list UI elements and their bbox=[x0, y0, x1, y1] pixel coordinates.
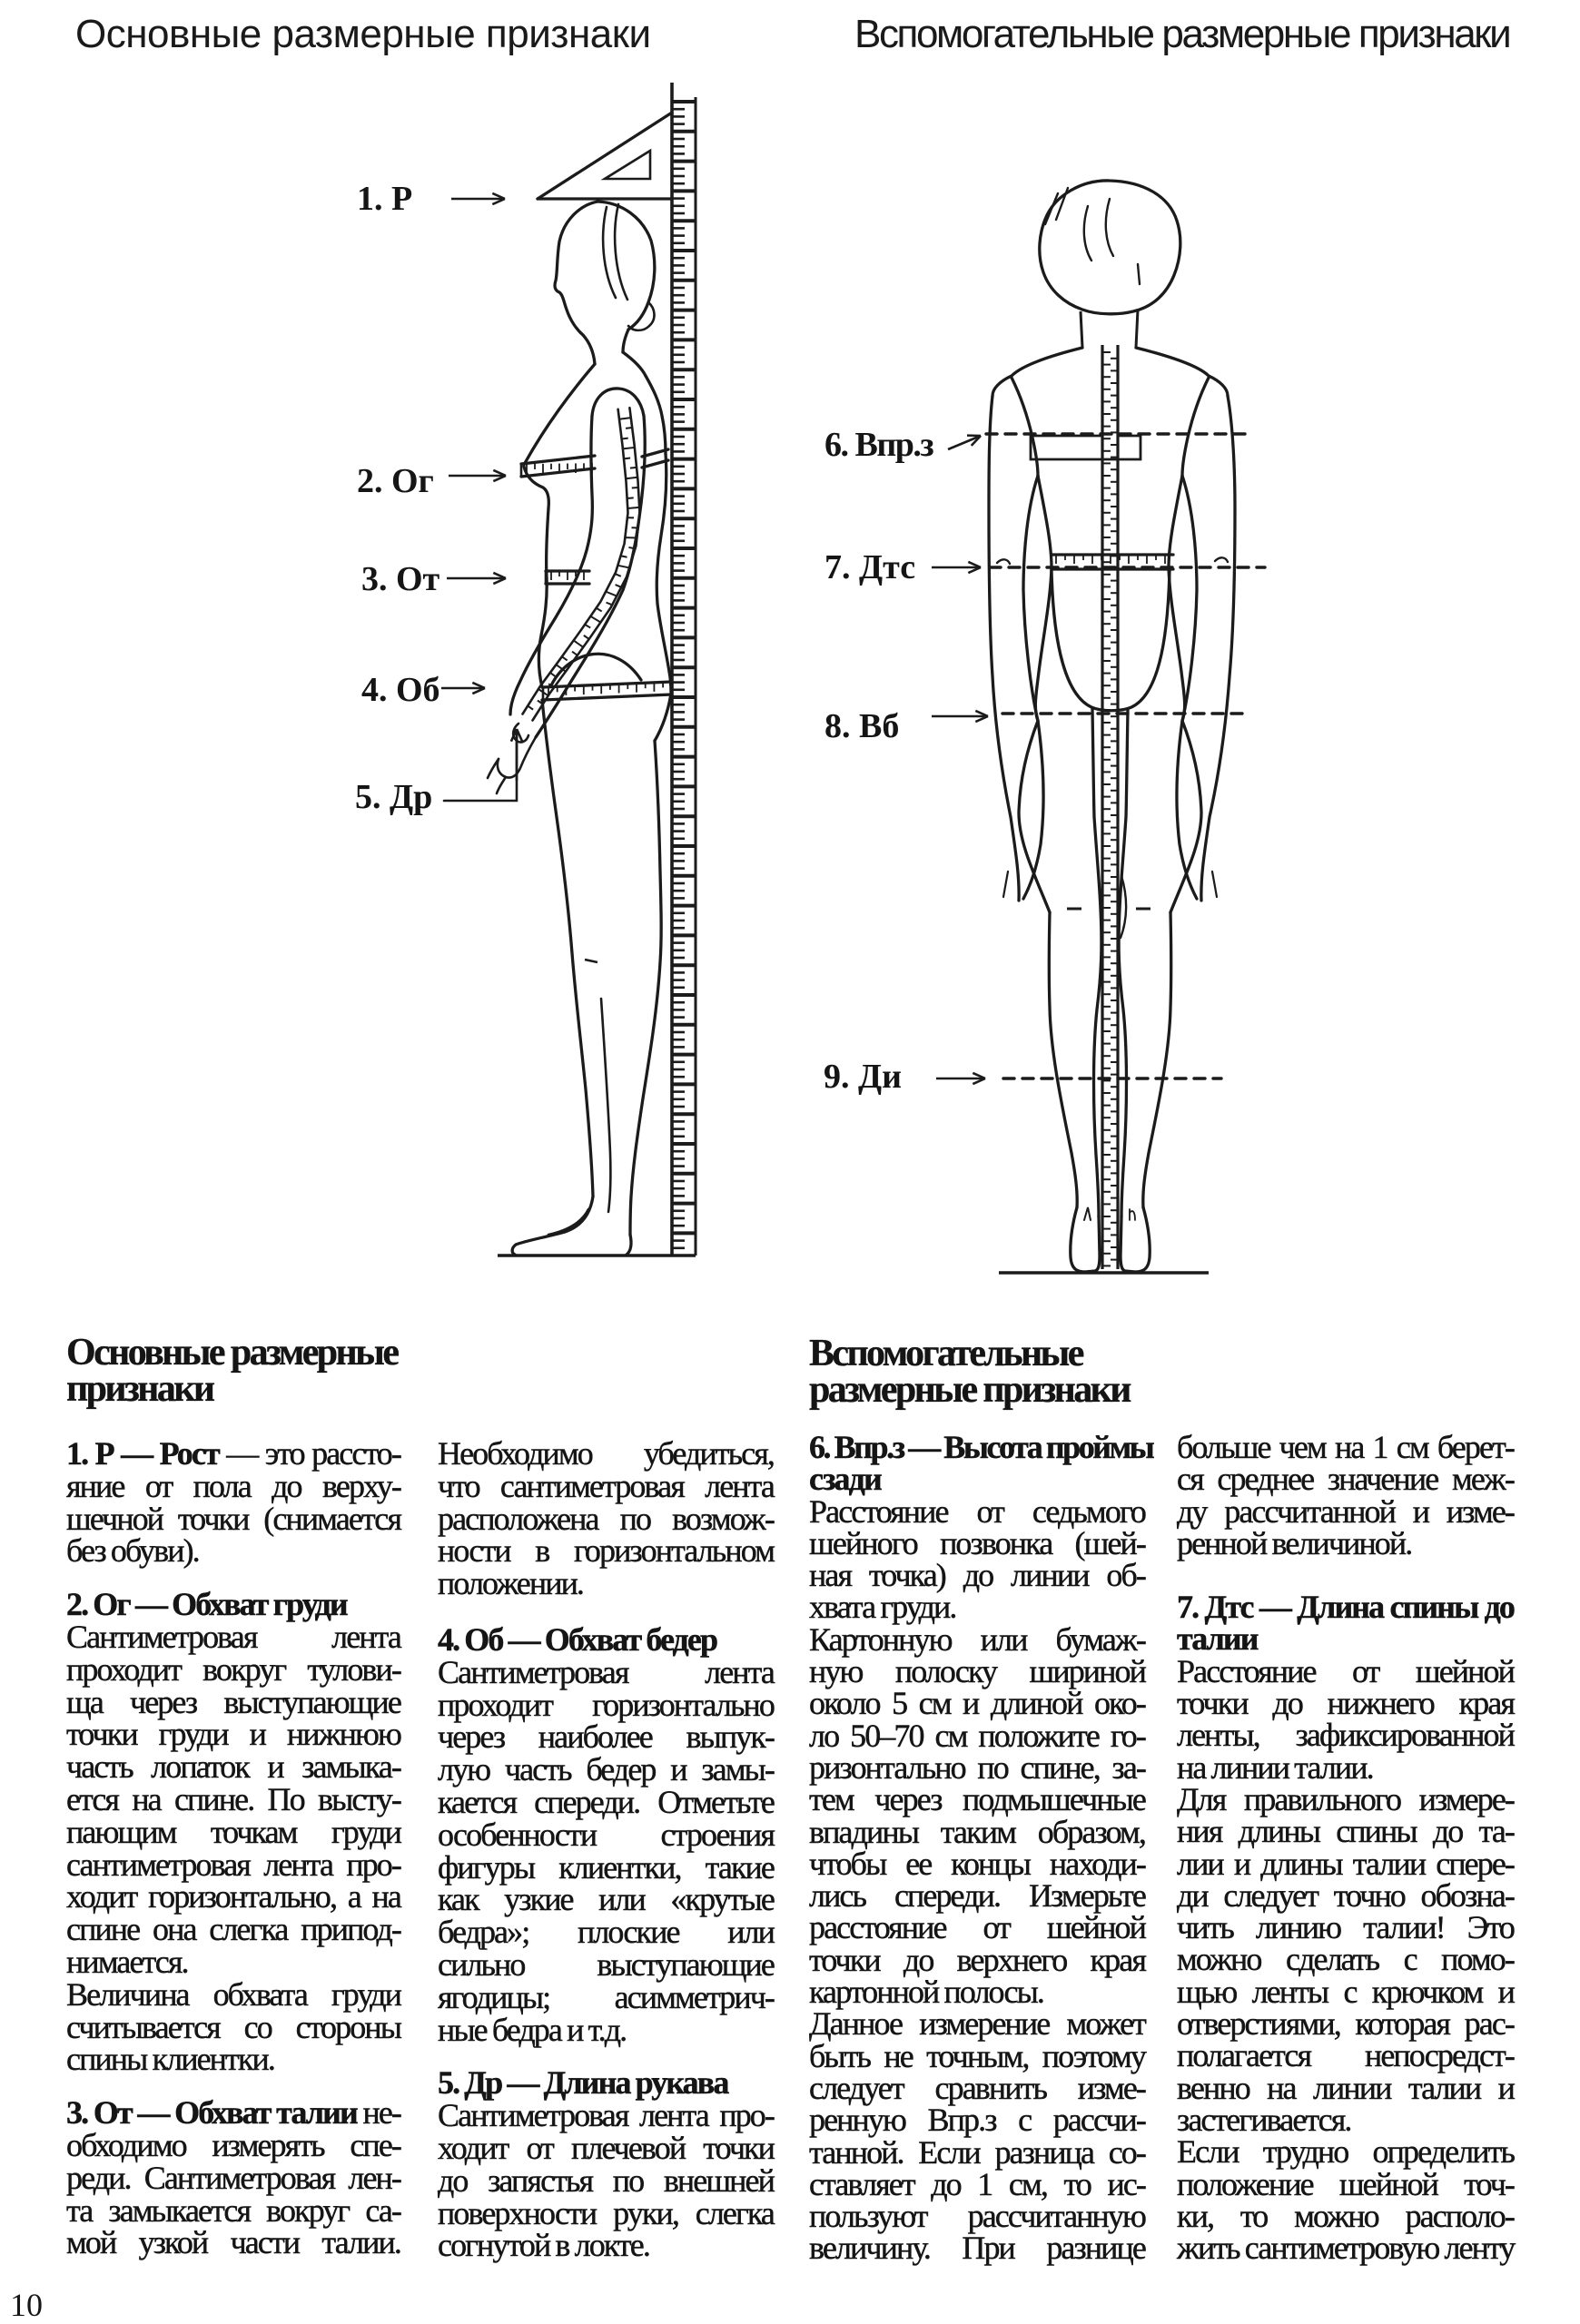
svg-text:6. Впр.з: 6. Впр.з bbox=[825, 426, 933, 464]
svg-text:2. Ог: 2. Ог bbox=[357, 462, 434, 500]
svg-text:3. От: 3. От bbox=[361, 560, 440, 598]
svg-text:7. Дтс: 7. Дтс bbox=[825, 548, 915, 586]
svg-text:5. Др: 5. Др bbox=[355, 778, 432, 816]
svg-text:8. Вб: 8. Вб bbox=[825, 707, 899, 745]
svg-text:9. Ди: 9. Ди bbox=[824, 1058, 902, 1096]
svg-text:1. Р: 1. Р bbox=[357, 180, 412, 218]
svg-text:4. Об: 4. Об bbox=[361, 671, 440, 709]
